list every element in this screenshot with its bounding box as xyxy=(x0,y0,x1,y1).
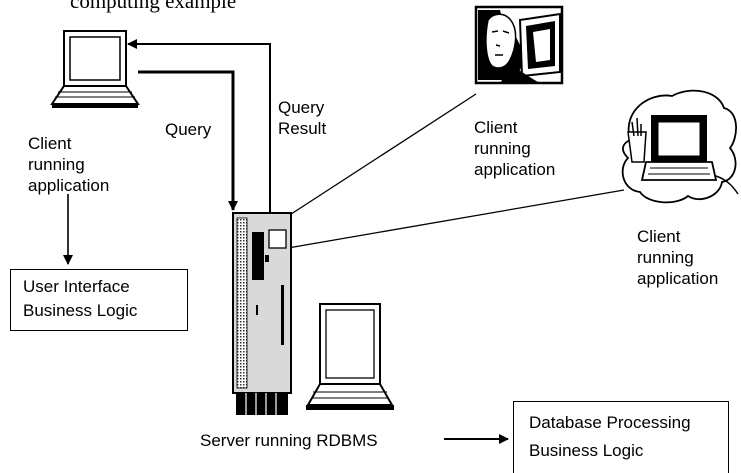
server-label: Server running RDBMS xyxy=(200,431,378,450)
query-result-label: Query Result xyxy=(278,98,327,138)
header-fragment: computing example xyxy=(70,0,237,13)
server-logic-box: Database Processing Business Logic xyxy=(513,401,729,473)
server-logic-text: Database Processing Business Logic xyxy=(529,413,691,460)
monitor-keyboard-icon xyxy=(306,303,394,410)
client-left-label: Client running application xyxy=(28,134,110,195)
laptop-icon xyxy=(50,30,140,108)
query-label: Query xyxy=(165,120,212,139)
client-logic-box: User Interface Business Logic xyxy=(10,269,188,331)
server-tower-icon xyxy=(232,212,292,415)
desktop-computer-icon xyxy=(621,89,739,204)
query-result-arrow xyxy=(127,39,271,213)
woman-at-computer-icon xyxy=(474,5,564,85)
connection-line-right xyxy=(287,189,625,249)
connection-line-top-right xyxy=(284,93,477,219)
client-top-right-label: Client running application xyxy=(474,118,556,179)
client-logic-text: User Interface Business Logic xyxy=(23,277,138,320)
query-arrow xyxy=(138,70,238,211)
client-right-label: Client running application xyxy=(637,227,719,288)
